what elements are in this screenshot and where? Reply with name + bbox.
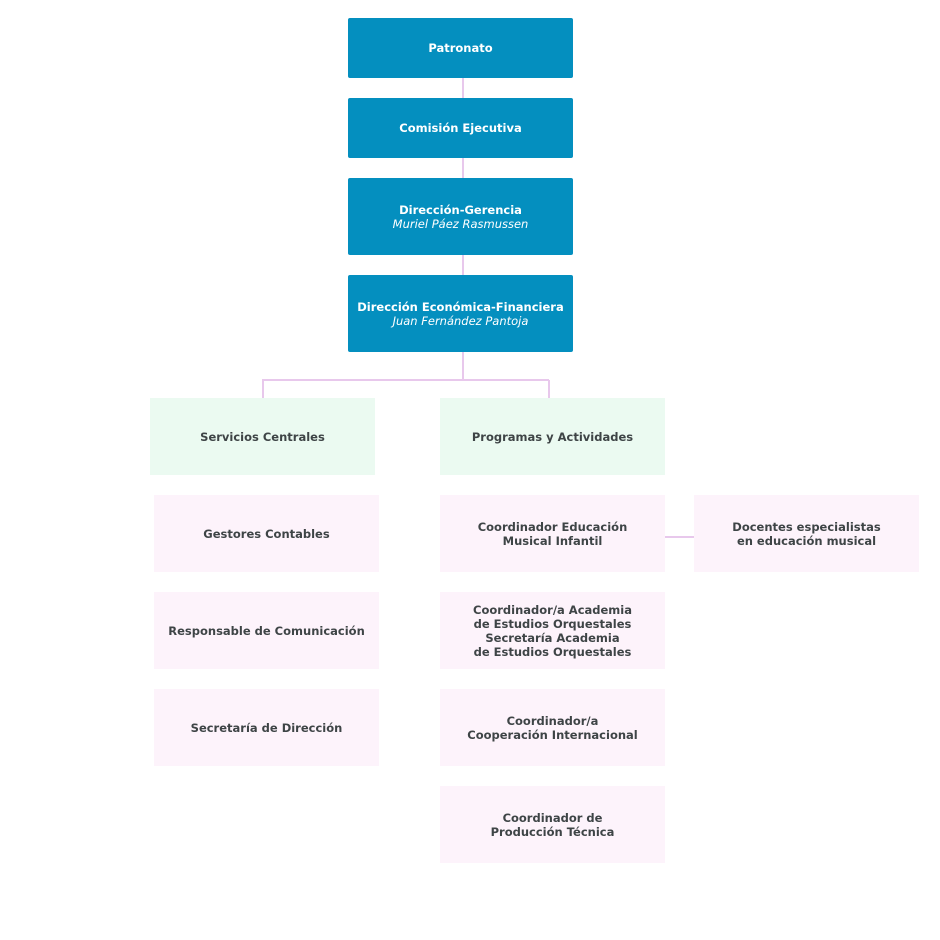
programas-actividades-title: Programas y Actividades [471,429,634,444]
coordinador-academia-box: Coordinador/a Academia de Estudios Orque… [440,592,665,669]
servicios-centrales-title: Servicios Centrales [200,429,325,444]
comision-ejecutiva-title: Comisión Ejecutiva [399,121,522,135]
coordinador-educacion-line2: Musical Infantil [502,533,603,548]
coordinador-cooperacion-box: Coordinador/a Cooperación Internacional [440,689,665,766]
direccion-economica-box: Dirección Económica-Financiera Juan Fern… [348,275,573,352]
docentes-especialistas-line1: Docentes especialistas [732,519,881,534]
secretaria-academia-line2: de Estudios Orquestales [473,644,632,659]
coordinador-cooperacion-line2: Cooperación Internacional [467,727,638,742]
programas-actividades-box: Programas y Actividades [440,398,665,475]
coordinador-produccion-line1: Coordinador de [502,810,603,825]
docentes-especialistas-line2: en educación musical [736,533,877,548]
comision-ejecutiva-box: Comisión Ejecutiva [348,98,573,158]
coordinador-academia-line2: de Estudios Orquestales [473,616,632,631]
patronato-box: Patronato [348,18,573,78]
docentes-especialistas-box: Docentes especialistas en educación musi… [694,495,919,572]
gestores-contables-title: Gestores Contables [203,526,330,541]
direccion-economica-person: Juan Fernández Pantoja [392,313,529,328]
direccion-gerencia-box: Dirección-Gerencia Muriel Páez Rasmussen [348,178,573,255]
responsable-comunicacion-title: Responsable de Comunicación [168,623,365,638]
coordinador-produccion-line2: Producción Técnica [490,824,615,839]
coordinador-educacion-line1: Coordinador Educación [477,519,628,534]
secretaria-direccion-title: Secretaría de Dirección [190,720,343,735]
patronato-title: Patronato [428,41,493,55]
coordinador-educacion-box: Coordinador Educación Musical Infantil [440,495,665,572]
direccion-economica-title: Dirección Económica-Financiera [357,299,564,314]
coordinador-produccion-box: Coordinador de Producción Técnica [440,786,665,863]
gestores-contables-box: Gestores Contables [154,495,379,572]
secretaria-direccion-box: Secretaría de Dirección [154,689,379,766]
responsable-comunicacion-box: Responsable de Comunicación [154,592,379,669]
direccion-gerencia-title: Dirección-Gerencia [399,202,522,217]
coordinador-academia-line1: Coordinador/a Academia [473,602,632,617]
secretaria-academia-line1: Secretaría Academia [485,630,620,645]
servicios-centrales-box: Servicios Centrales [150,398,375,475]
coordinador-cooperacion-line1: Coordinador/a [506,713,599,728]
direccion-gerencia-person: Muriel Páez Rasmussen [392,216,529,231]
